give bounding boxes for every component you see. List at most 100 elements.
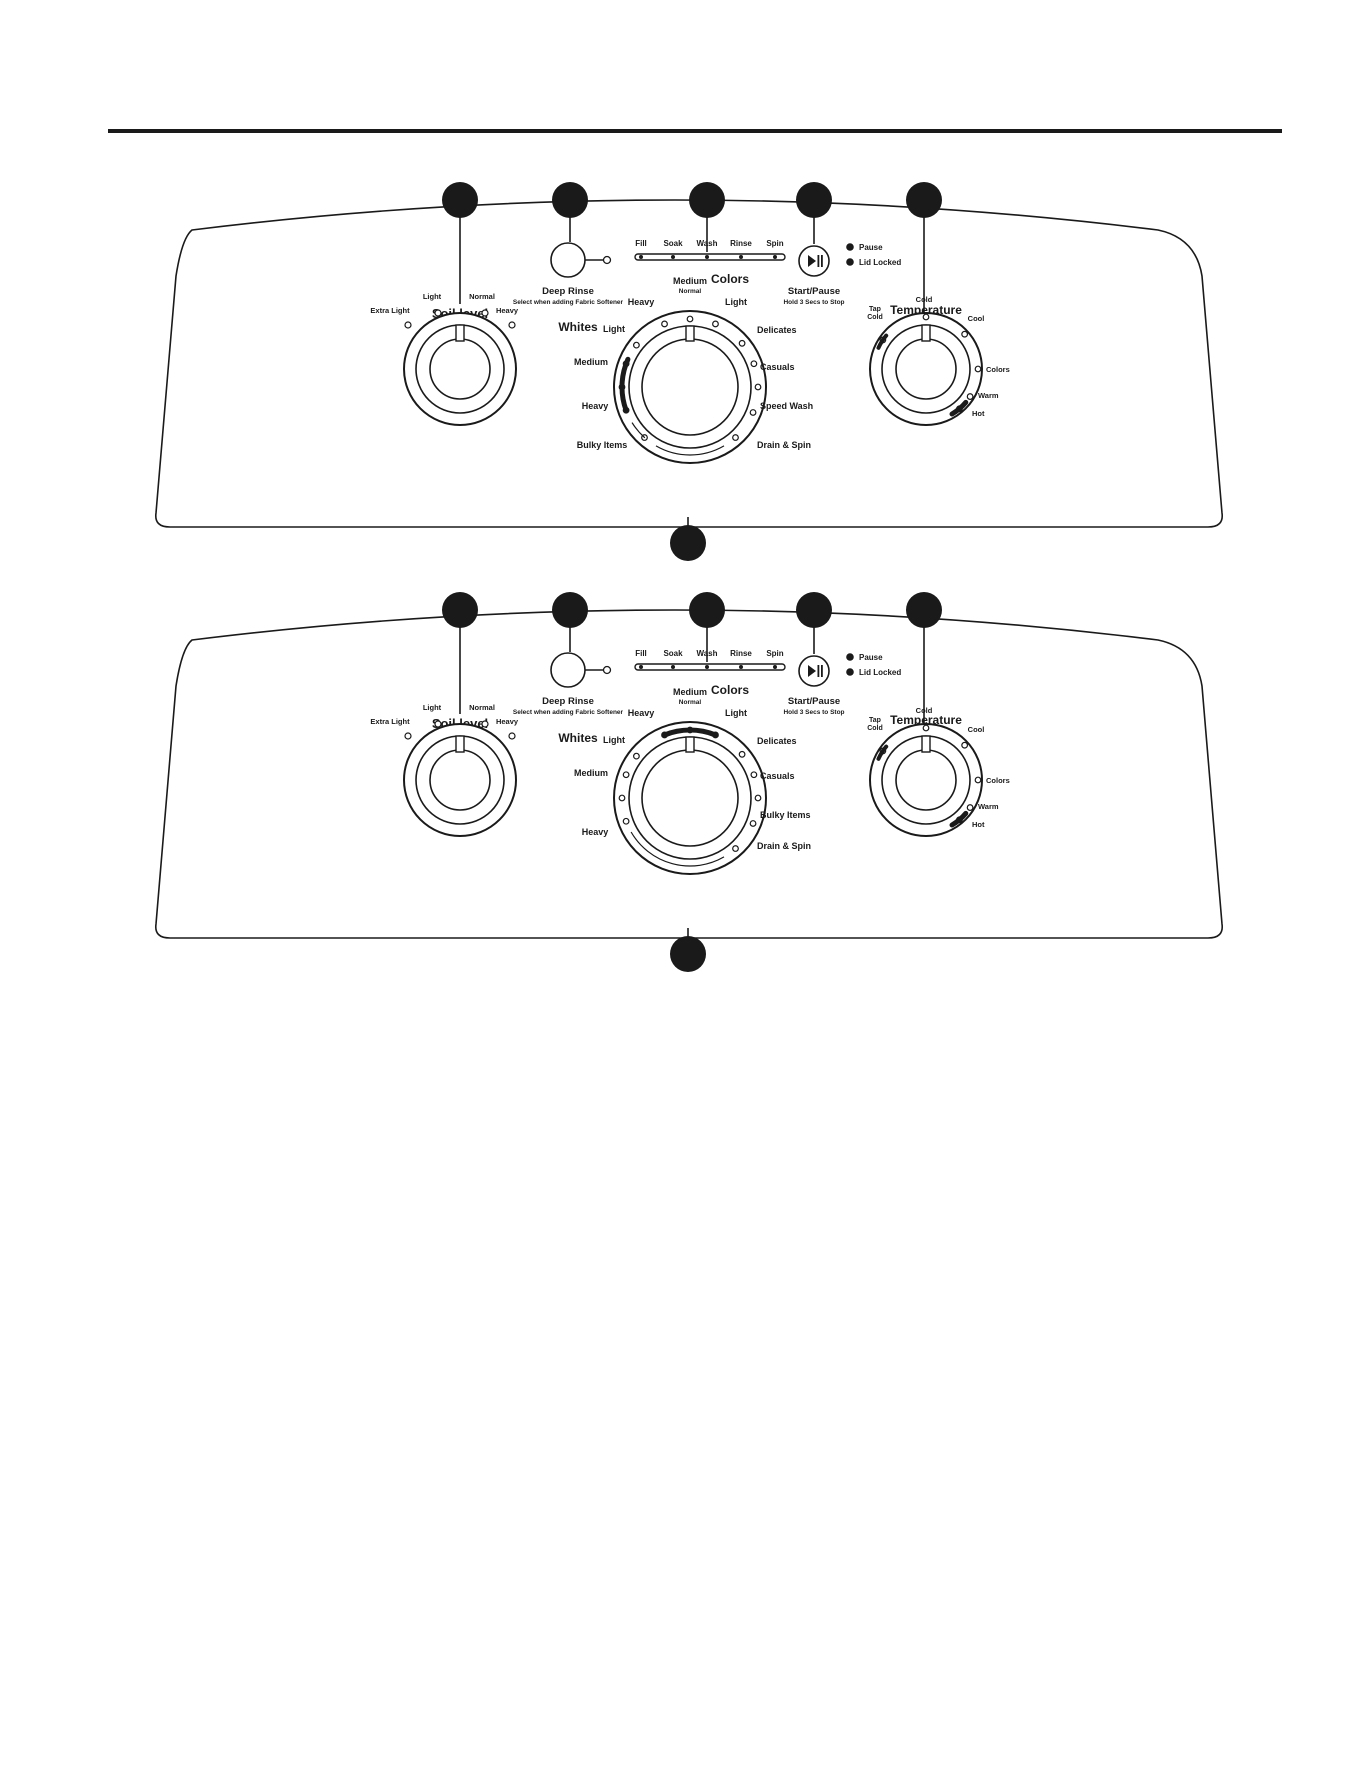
cycle-status-led bbox=[773, 665, 777, 669]
stage-label-spin: Spin bbox=[766, 649, 783, 658]
cycle-option-light-colors: Light bbox=[725, 297, 747, 307]
temperature-option-cold: Cold bbox=[916, 295, 933, 304]
start-pause-sublabel: Hold 3 Secs to Stop bbox=[783, 299, 844, 306]
temperature-option-hot: Hot bbox=[972, 820, 985, 829]
cycle-status-led bbox=[671, 255, 675, 259]
cycle-option-casuals: Casuals bbox=[760, 362, 795, 372]
cycle-selector-pointer bbox=[685, 325, 695, 342]
cycle-option-light-whites: Light bbox=[603, 324, 625, 334]
cycle-selector-arc bbox=[655, 445, 725, 456]
start-pause-label: Start/Pause bbox=[788, 286, 840, 297]
temperature-detent bbox=[922, 724, 930, 732]
cycle-option-heavy-colors: Heavy bbox=[628, 297, 655, 307]
cycle-selector-detent bbox=[754, 383, 762, 391]
cycle-status-led bbox=[671, 665, 675, 669]
cycle-option-normal: Normal bbox=[679, 288, 702, 295]
temperature-detent bbox=[922, 313, 930, 321]
cycle-option-delicates: Delicates bbox=[757, 325, 797, 335]
cycle-selector-detent bbox=[622, 817, 630, 825]
soil-level-pointer bbox=[455, 735, 465, 753]
cycle-selector-knob-face bbox=[641, 338, 739, 436]
temperature-pointer bbox=[921, 324, 931, 342]
cycle-selector-detent bbox=[750, 771, 758, 779]
stage-label-rinse: Rinse bbox=[730, 649, 752, 658]
temperature-detent bbox=[961, 741, 969, 749]
cycle-selector-detent bbox=[749, 820, 757, 827]
temperature-title: Temperature bbox=[890, 303, 962, 317]
temperature-option-tap-cold: Cold bbox=[867, 725, 883, 732]
soil-option-normal: Normal bbox=[469, 292, 495, 301]
pause-indicator-label: Pause bbox=[859, 243, 883, 252]
soil-option-heavy: Heavy bbox=[496, 717, 519, 726]
deep-rinse-sublabel: Select when adding Fabric Softener bbox=[513, 709, 624, 716]
play-pause-icon bbox=[817, 255, 820, 267]
deep-rinse-led bbox=[602, 255, 612, 265]
temperature-tap-band bbox=[876, 333, 889, 350]
temperature-option-warm: Warm bbox=[978, 391, 999, 400]
soil-option-extra-light: Extra Light bbox=[370, 717, 410, 726]
soil-level-detent bbox=[434, 720, 442, 728]
cycle-option-casuals: Casuals bbox=[760, 771, 795, 781]
temperature-option-colors: Colors bbox=[986, 776, 1010, 785]
soil-level-detent bbox=[404, 732, 412, 740]
temperature-option-tap-cold: Tap bbox=[869, 306, 881, 313]
stage-label-spin: Spin bbox=[766, 239, 783, 248]
temperature-option-hot: Hot bbox=[972, 409, 985, 418]
cycle-selector-detent bbox=[754, 794, 762, 802]
cycle-status-led bbox=[739, 255, 743, 259]
stage-label-soak: Soak bbox=[663, 649, 683, 658]
deep-rinse-led bbox=[602, 665, 612, 675]
cycle-selector-detent bbox=[661, 320, 668, 328]
cycle-option-normal: Normal bbox=[679, 699, 702, 706]
cycle-option-bulky-items: Bulky Items bbox=[760, 810, 811, 820]
cycle-selector-arc bbox=[630, 831, 725, 867]
start-pause-sublabel: Hold 3 Secs to Stop bbox=[783, 709, 844, 716]
cycle-option-delicates: Delicates bbox=[757, 736, 797, 746]
cycle-selector-detent bbox=[622, 771, 630, 779]
soil-option-extra-light: Extra Light bbox=[370, 306, 410, 315]
cycle-selector-arc bbox=[631, 422, 646, 439]
cycle-option-medium-colors: Medium bbox=[673, 276, 707, 286]
cycle-selector-detent bbox=[686, 315, 694, 323]
lid-locked-indicator-led bbox=[846, 258, 854, 266]
cycle-selector-detent bbox=[750, 360, 758, 368]
deep-rinse-button[interactable] bbox=[550, 652, 586, 688]
soil-option-light: Light bbox=[423, 703, 442, 712]
play-pause-icon bbox=[821, 255, 823, 267]
cycle-option-speed-wash: Speed Wash bbox=[760, 401, 813, 411]
soil-level-detent bbox=[508, 321, 516, 329]
cycle-status-led bbox=[705, 665, 709, 669]
temperature-option-cold: Cold bbox=[916, 706, 933, 715]
pause-indicator-label: Pause bbox=[859, 653, 883, 662]
cycle-selector-knob-face bbox=[641, 749, 739, 847]
play-pause-icon bbox=[821, 665, 823, 677]
play-pause-icon bbox=[817, 665, 820, 677]
lid-locked-indicator-led bbox=[846, 668, 854, 676]
cycle-selector-detent bbox=[633, 752, 640, 760]
cycle-selector-detent bbox=[732, 845, 739, 852]
whites-selection-band bbox=[619, 356, 631, 413]
temperature-detent bbox=[974, 365, 982, 373]
temperature-option-cool: Cool bbox=[968, 725, 985, 734]
cycle-selector-pointer bbox=[685, 736, 695, 753]
deep-rinse-sublabel: Select when adding Fabric Softener bbox=[513, 299, 624, 306]
cycle-selector-detent bbox=[738, 750, 746, 758]
cycle-option-medium-colors: Medium bbox=[673, 687, 707, 697]
cycle-option-bulky-items: Bulky Items bbox=[577, 440, 628, 450]
cycle-option-heavy-whites: Heavy bbox=[582, 827, 609, 837]
colors-selection-band bbox=[662, 727, 718, 738]
soil-option-normal: Normal bbox=[469, 703, 495, 712]
soil-level-detent bbox=[404, 321, 412, 329]
cycle-status-led bbox=[739, 665, 743, 669]
stage-label-rinse: Rinse bbox=[730, 239, 752, 248]
cycle-option-drain-spin: Drain & Spin bbox=[757, 841, 811, 851]
deep-rinse-label: Deep Rinse bbox=[542, 286, 594, 297]
control-panel-1: Soil levelExtra LightLightNormalHeavyDee… bbox=[154, 182, 1224, 561]
deep-rinse-button[interactable] bbox=[550, 242, 586, 278]
stage-label-soak: Soak bbox=[663, 239, 683, 248]
control-panel-2: Soil levelExtra LightLightNormalHeavyDee… bbox=[154, 592, 1224, 972]
pause-indicator-led bbox=[846, 653, 854, 661]
temperature-pointer bbox=[921, 735, 931, 753]
soil-level-pointer bbox=[455, 324, 465, 342]
cycle-option-medium-whites: Medium bbox=[574, 768, 608, 778]
